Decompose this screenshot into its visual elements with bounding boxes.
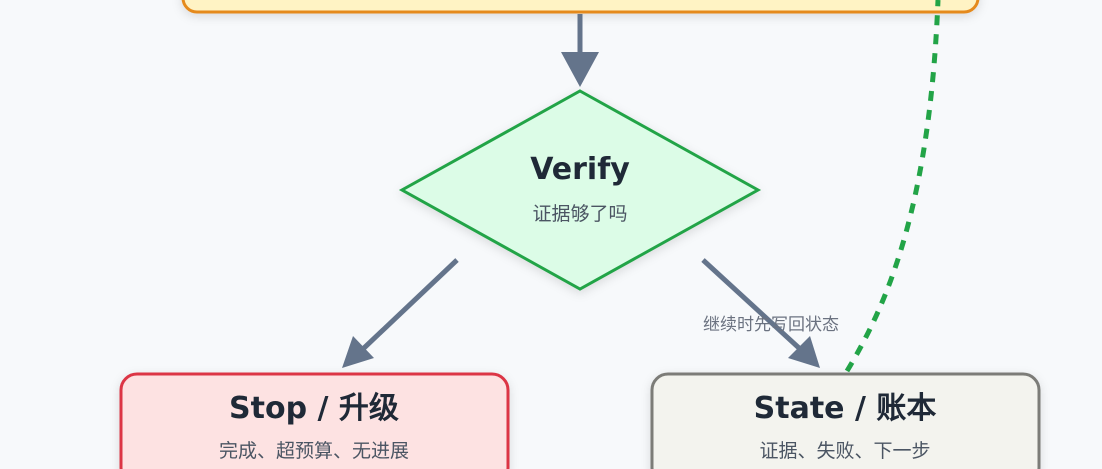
top-node-box [181, 0, 980, 14]
stop-subtitle: 完成、超预算、无进展 [219, 440, 409, 462]
verify-diamond [398, 89, 762, 291]
verify-subtitle: 证据够了吗 [532, 203, 627, 225]
verify-title: Verify [530, 152, 630, 187]
state-title: State / 账本 [754, 391, 937, 426]
stop-box [119, 372, 510, 469]
arrow-verify-to-stop [342, 258, 459, 368]
stop-title: Stop / 升级 [229, 391, 399, 426]
stop-node: Stop / 升级 完成、超预算、无进展 [119, 372, 510, 469]
loop-back-dotted-line [844, 0, 941, 373]
verify-node: Verify 证据够了吗 [398, 89, 762, 291]
state-box [650, 372, 1041, 469]
state-subtitle: 证据、失败、下一步 [759, 440, 930, 462]
state-node: State / 账本 证据、失败、下一步 [650, 372, 1041, 469]
edge-label-continue: 继续时先写回状态 [703, 315, 839, 335]
arrow-top-to-verify [561, 14, 599, 87]
arrow-verify-to-state [701, 258, 820, 368]
